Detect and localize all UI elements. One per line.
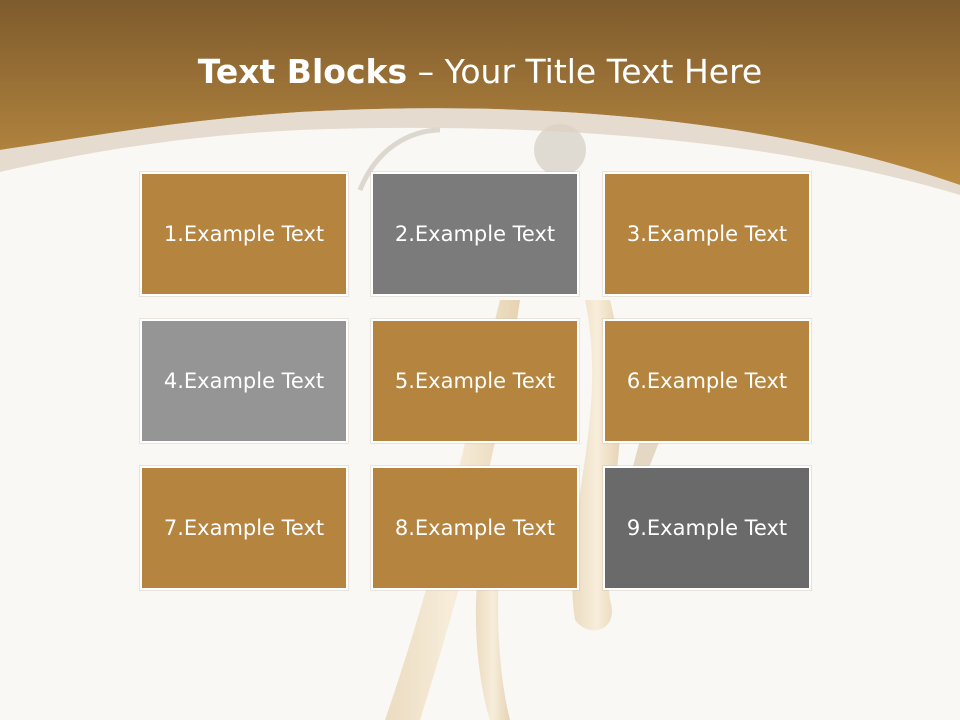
text-block-1: 1.Example Text (140, 172, 348, 296)
text-block-9: 9.Example Text (603, 466, 811, 590)
text-block-8: 8.Example Text (371, 466, 579, 590)
text-block-5: 5.Example Text (371, 319, 579, 443)
text-block-6: 6.Example Text (603, 319, 811, 443)
text-block-7: 7.Example Text (140, 466, 348, 590)
text-block-4: 4.Example Text (140, 319, 348, 443)
title-separator: – (407, 52, 445, 91)
slide-title: Text Blocks – Your Title Text Here (0, 52, 960, 92)
text-block-3: 3.Example Text (603, 172, 811, 296)
title-bold: Text Blocks (197, 52, 408, 91)
text-block-2: 2.Example Text (371, 172, 579, 296)
title-rest: Your Title Text Here (444, 52, 763, 91)
